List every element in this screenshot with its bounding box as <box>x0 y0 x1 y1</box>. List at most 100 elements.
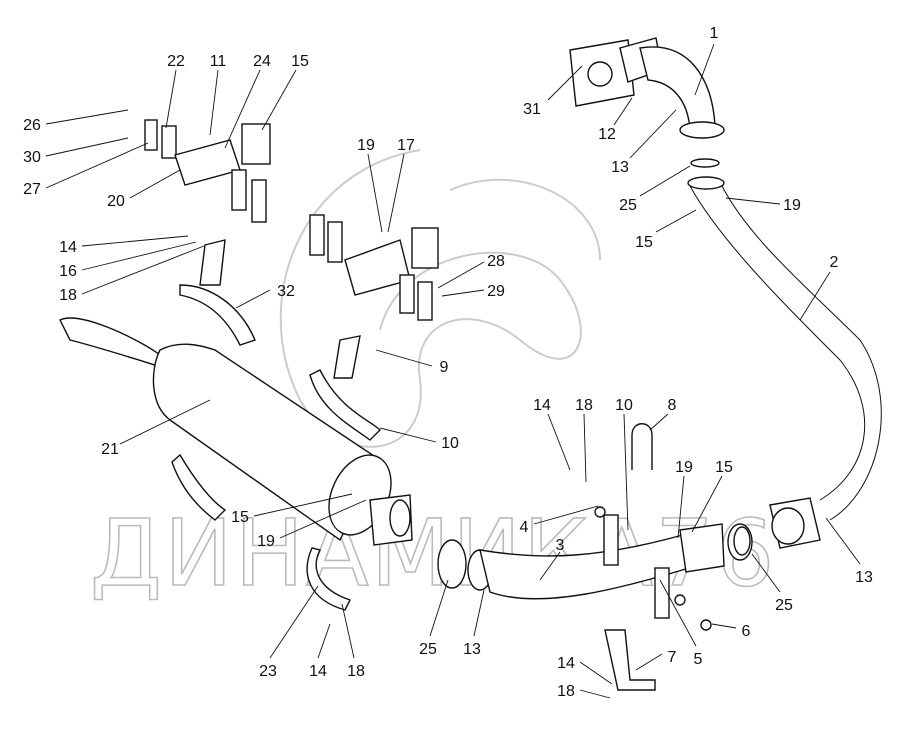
callout-7: 7 <box>668 649 677 666</box>
leader-line <box>659 579 697 647</box>
leader-line <box>317 623 331 659</box>
callout-19: 19 <box>257 533 275 550</box>
leader-line <box>583 413 587 483</box>
leader-line <box>799 271 831 321</box>
flange-right <box>769 497 821 549</box>
leader-line <box>613 97 633 126</box>
leader-line <box>119 399 211 445</box>
leader-line <box>539 551 561 581</box>
leader-line <box>165 69 177 129</box>
callout-11: 11 <box>210 53 227 70</box>
watermark-logo <box>279 149 601 448</box>
leader-line <box>129 169 181 199</box>
gasket-25-left <box>437 539 467 589</box>
leader-line <box>81 235 189 247</box>
leader-line <box>579 689 611 699</box>
leader-line <box>655 209 697 233</box>
callout-3: 3 <box>556 537 565 554</box>
leader-line <box>579 661 613 685</box>
callout-15: 15 <box>635 234 653 251</box>
callout-19: 19 <box>675 459 693 476</box>
leader-line <box>547 413 571 471</box>
leader-line <box>437 261 485 289</box>
pipe-1 <box>569 37 725 139</box>
callout-29: 29 <box>487 283 505 300</box>
leader-line <box>623 413 629 531</box>
leader-line <box>279 499 367 539</box>
callout-18: 18 <box>347 663 365 680</box>
callout-31: 31 <box>523 101 541 118</box>
callout-32: 32 <box>277 283 295 300</box>
leader-line <box>45 142 149 189</box>
callout-24: 24 <box>253 53 271 70</box>
leader-line <box>45 137 129 157</box>
leader-line <box>825 517 861 565</box>
leader-line <box>81 245 205 295</box>
callout-19: 19 <box>357 137 375 154</box>
leader-line <box>261 69 297 131</box>
callout-1: 1 <box>710 25 719 42</box>
leader-line <box>677 475 685 539</box>
callout-6: 6 <box>742 623 751 640</box>
bracket-set-lower <box>594 423 712 691</box>
gasket-25-right <box>733 526 751 556</box>
callout-27: 27 <box>23 181 41 198</box>
muffler-21 <box>59 317 413 546</box>
leader-line <box>367 153 383 233</box>
leader-line <box>629 109 677 159</box>
callout-30: 30 <box>23 149 41 166</box>
leader-line <box>473 589 485 637</box>
pipe-2 <box>687 158 882 521</box>
leader-line <box>649 413 669 431</box>
leader-line <box>269 585 319 659</box>
callout-14: 14 <box>557 655 575 672</box>
leader-line <box>375 349 433 367</box>
callout-19: 19 <box>783 197 801 214</box>
leader-lines <box>45 43 861 699</box>
callout-14: 14 <box>59 239 77 256</box>
leader-line <box>694 43 715 96</box>
callout-15: 15 <box>291 53 309 70</box>
leader-line <box>379 427 437 443</box>
leader-line <box>639 165 691 197</box>
callout-18: 18 <box>557 683 575 700</box>
leader-line <box>725 197 781 205</box>
callout-15: 15 <box>231 509 249 526</box>
leader-line <box>441 289 485 297</box>
bracket-set-upper <box>144 119 439 321</box>
callout-26: 26 <box>23 117 41 134</box>
leader-line <box>209 69 219 136</box>
callout-9: 9 <box>440 359 449 376</box>
callout-5: 5 <box>694 651 703 668</box>
callout-10: 10 <box>441 435 459 452</box>
callout-28: 28 <box>487 253 505 270</box>
leader-line <box>81 241 197 271</box>
leader-line <box>751 553 781 593</box>
leader-line <box>387 153 405 233</box>
leader-line <box>691 475 723 533</box>
leader-line <box>635 653 663 671</box>
clamp-32 <box>179 239 256 346</box>
callout-18: 18 <box>59 287 77 304</box>
callout-13: 13 <box>463 641 481 658</box>
callout-25: 25 <box>619 197 637 214</box>
callout-14: 14 <box>533 397 551 414</box>
clamp-23 <box>171 453 351 611</box>
leader-line <box>711 623 737 629</box>
callout-21: 21 <box>101 441 119 458</box>
callout-12: 12 <box>598 126 616 143</box>
leader-line <box>235 289 271 309</box>
callout-2: 2 <box>830 254 839 271</box>
callout-10: 10 <box>615 397 633 414</box>
callout-13: 13 <box>611 159 629 176</box>
leader-line <box>45 109 129 125</box>
callout-13: 13 <box>855 569 873 586</box>
pipe-3 <box>467 523 753 600</box>
callout-23: 23 <box>259 663 277 680</box>
leader-line <box>224 69 261 149</box>
leader-line <box>533 505 599 525</box>
leader-line <box>429 579 449 637</box>
